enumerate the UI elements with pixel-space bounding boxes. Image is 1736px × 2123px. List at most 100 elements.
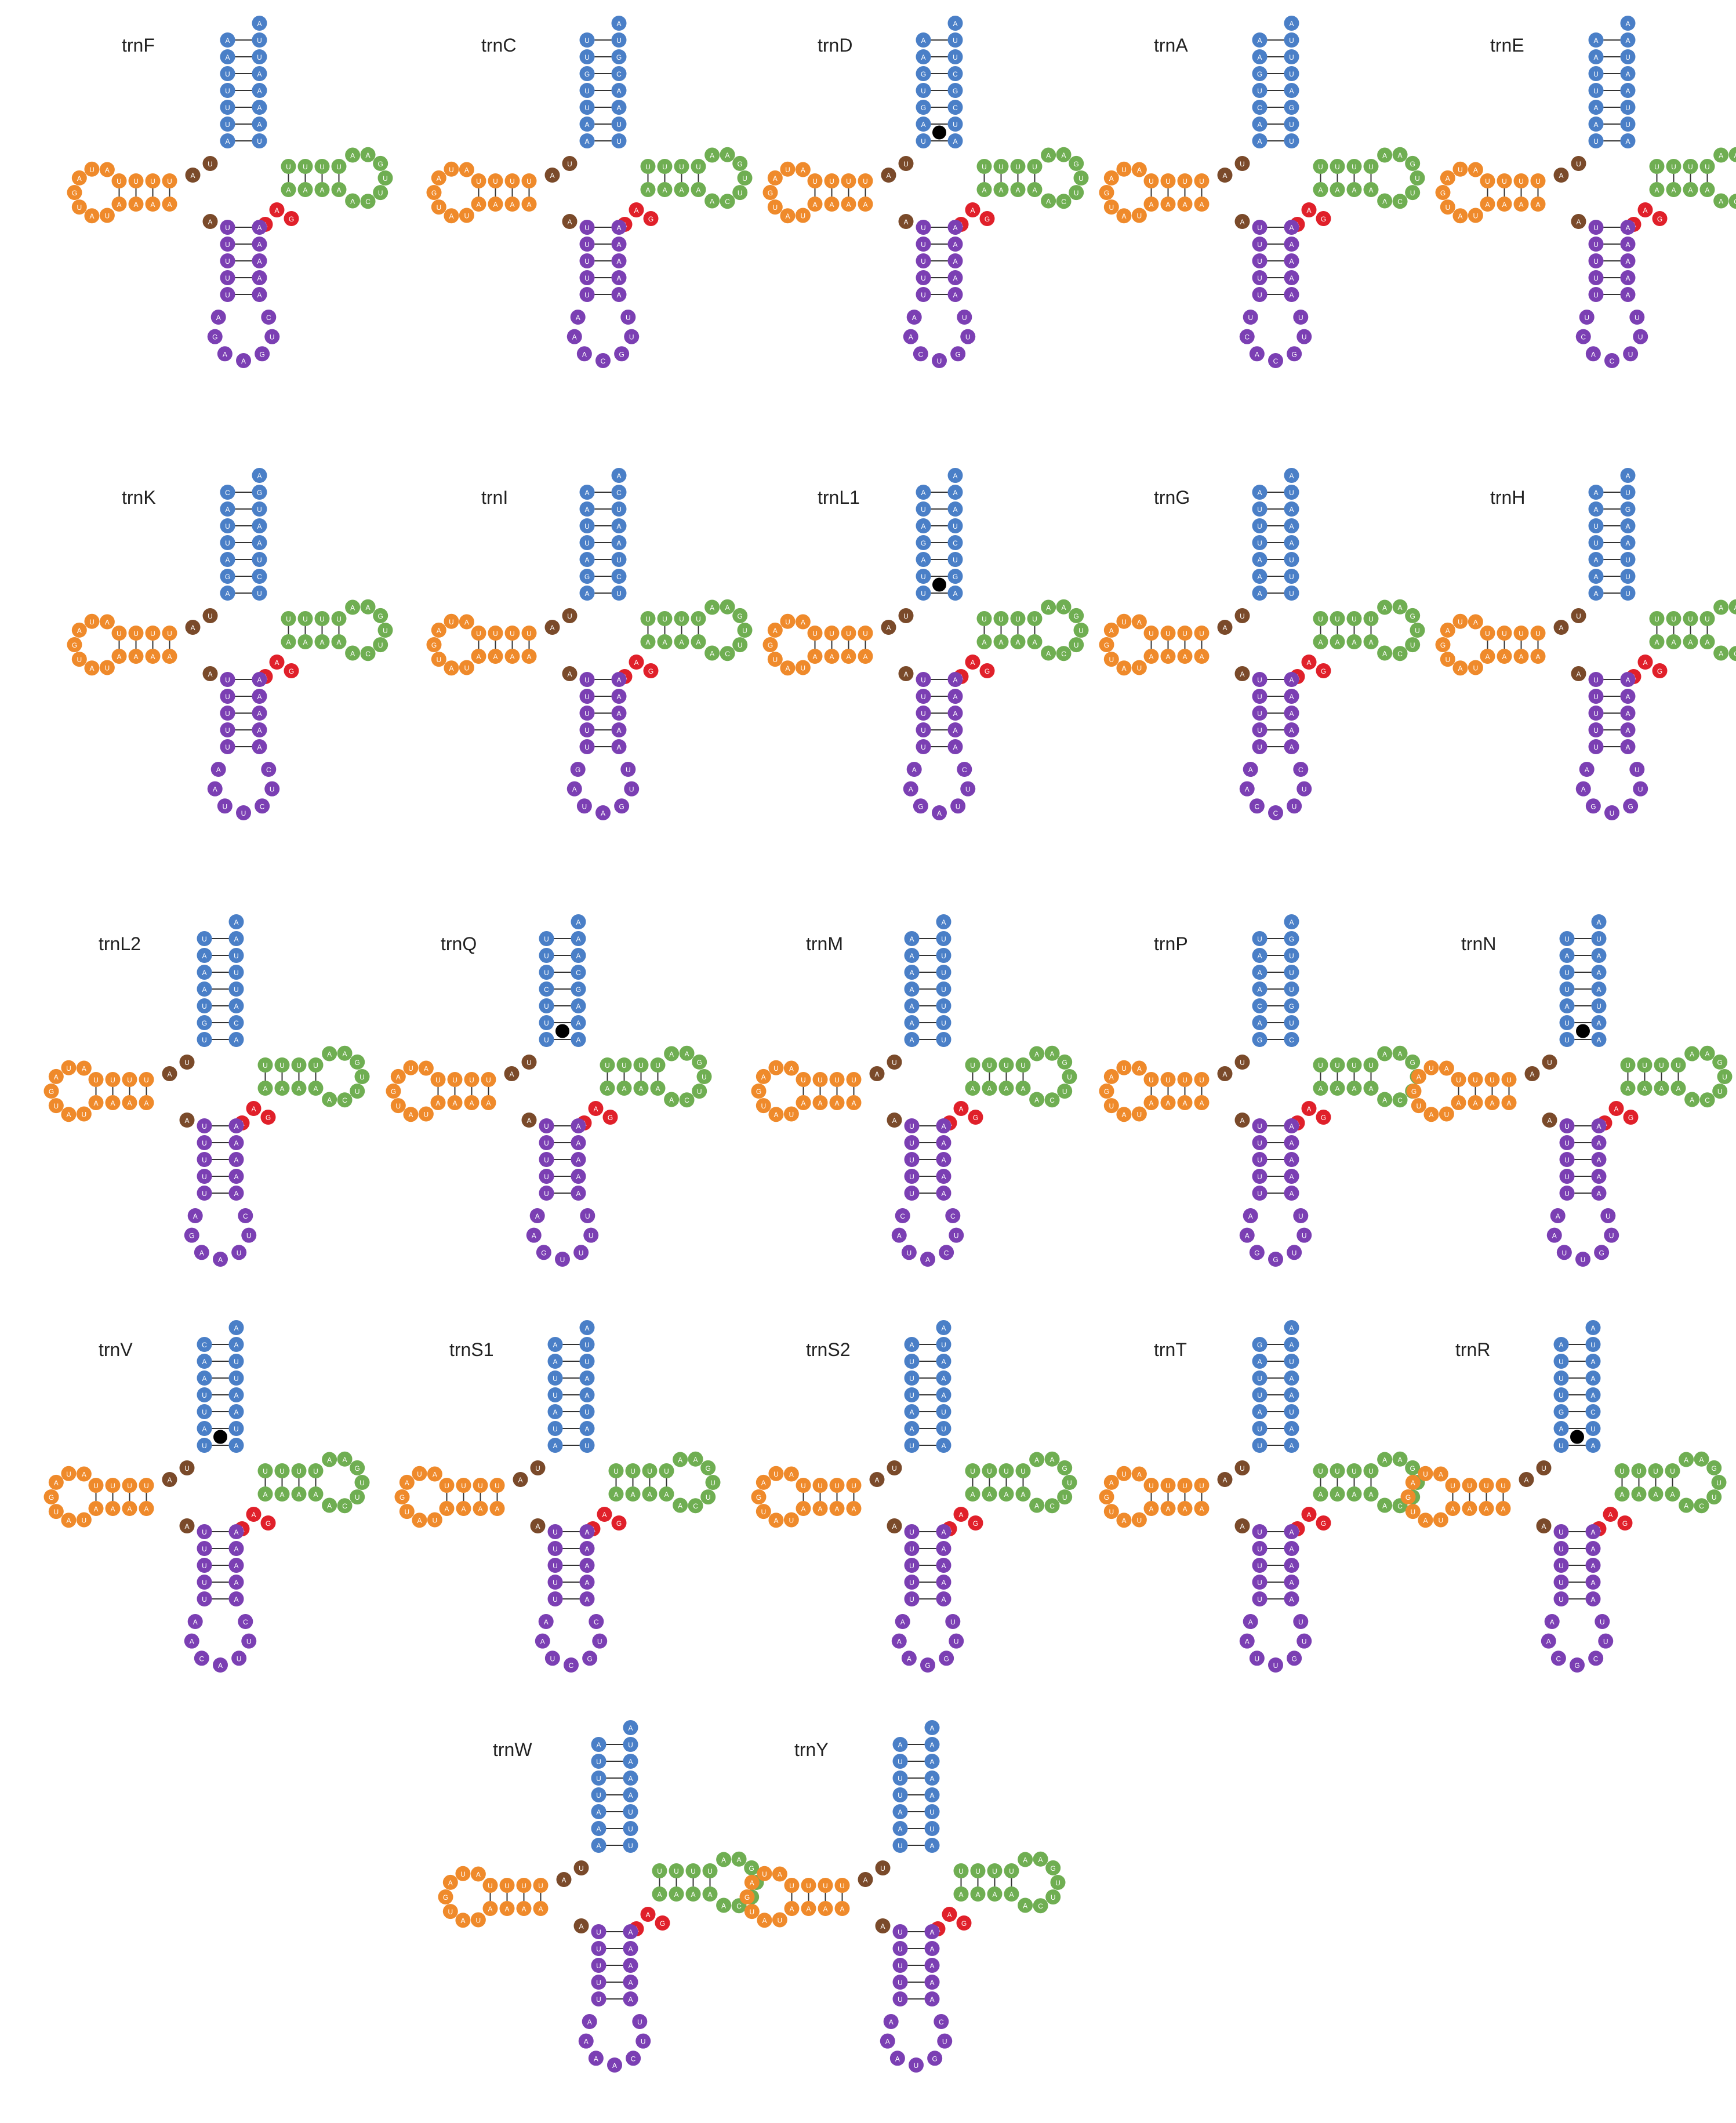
acceptor-base-letter: A — [1257, 986, 1262, 994]
d-arm-base-letter: A — [526, 653, 531, 661]
t-arm-base-letter: A — [1335, 186, 1339, 194]
t-loop-base-letter: A — [1034, 1456, 1039, 1464]
d-arm-base-letter: U — [110, 1076, 115, 1084]
acceptor-base-letter: A — [584, 121, 589, 129]
t-loop-base-letter: U — [742, 627, 747, 635]
t-loop-base-letter: A — [1398, 1456, 1403, 1464]
anticodon-arm-base-letter: A — [1289, 1122, 1294, 1130]
acceptor-base-letter: A — [1289, 1442, 1294, 1450]
t-arm-base-letter: U — [1368, 1062, 1374, 1070]
acceptor-base-letter: A — [257, 522, 262, 530]
anticodon-loop-base-letter: G — [925, 1662, 930, 1670]
anticodon-loop-base-letter: A — [190, 1638, 194, 1646]
acceptor-base-letter: U — [257, 137, 262, 146]
d-arm-base-letter: A — [150, 653, 155, 661]
anticodon-arm-base-letter: U — [909, 1190, 914, 1198]
d-loop-base-letter: U — [1473, 664, 1479, 672]
anticodon-arm-base-letter: U — [921, 224, 926, 232]
acceptor-base-letter: U — [628, 1741, 633, 1749]
d-arm-base-letter: U — [1165, 177, 1171, 186]
d-loop-base-letter: G — [1405, 1493, 1411, 1502]
d-arm-base-letter: U — [150, 630, 155, 638]
acceptor-base-letter: U — [1289, 573, 1294, 581]
connector-base-letter: U — [1576, 160, 1581, 168]
anticodon-arm-base-letter: A — [234, 1595, 238, 1604]
acceptor-base-letter: U — [257, 37, 262, 45]
t-arm-base-letter: A — [1688, 638, 1693, 646]
d-arm-base-letter: A — [829, 201, 834, 209]
anticodon-loop-base-letter: U — [237, 1655, 242, 1663]
d-loop-base-letter: U — [433, 1516, 438, 1524]
d-arm-base-letter: U — [538, 1882, 543, 1890]
anticodon-arm-base-letter: A — [616, 710, 621, 718]
d-loop-base-letter: G — [431, 189, 437, 197]
anticodon-arm-base-letter: U — [553, 1595, 558, 1604]
t-loop-base-letter: U — [1062, 1088, 1067, 1096]
t-loop-base-letter: A — [693, 1456, 698, 1464]
variable-loop-base-letter: G — [660, 1920, 665, 1928]
trna-label: trnV — [99, 1339, 133, 1361]
acceptor-base-letter: U — [584, 1442, 590, 1450]
anticodon-arm-base-letter: U — [1257, 224, 1262, 232]
d-loop-base-letter: A — [1121, 1517, 1126, 1525]
acceptor-base-letter: A — [1596, 986, 1601, 994]
acceptor-base-letter: U — [616, 506, 622, 514]
t-arm-base-letter: U — [970, 1062, 975, 1070]
t-arm-base-letter: A — [998, 638, 1003, 646]
connector-base-letter: A — [579, 1922, 583, 1931]
connector-base-letter: U — [535, 1464, 540, 1473]
d-arm-base-letter: A — [1199, 1505, 1204, 1513]
anticodon-loop-base-letter: C — [962, 766, 967, 774]
anticodon-arm-base-letter: U — [596, 1928, 601, 1936]
connector-base-letter: U — [903, 612, 909, 620]
t-loop-base-letter: A — [678, 1456, 682, 1464]
anticodon-loop-base-letter: U — [1638, 786, 1643, 794]
d-arm-base-letter: A — [1502, 653, 1506, 661]
t-arm-base-letter: A — [336, 186, 341, 194]
anticodon-arm-base-letter: A — [576, 1122, 580, 1130]
anticodon-loop-base-letter: U — [1603, 1638, 1608, 1646]
anticodon-arm-base-letter: U — [225, 710, 230, 718]
anticodon-arm-base-letter: U — [225, 291, 230, 299]
acceptor-base-letter: A — [1590, 1391, 1595, 1399]
t-arm-base-letter: A — [622, 1085, 626, 1093]
connector-base-letter: A — [208, 218, 212, 226]
t-loop-base-letter: U — [1717, 1088, 1723, 1096]
anticodon-loop-base-letter: U — [1581, 1256, 1586, 1264]
acceptor-discriminator-letter: A — [941, 918, 946, 926]
t-loop-base-letter: A — [327, 1456, 332, 1464]
anticodon-loop-base-letter: U — [1302, 786, 1307, 794]
d-loop-base-letter: A — [1121, 664, 1126, 672]
anticodon-arm-base-letter: U — [1593, 274, 1599, 282]
acceptor-base-letter: A — [909, 1036, 914, 1044]
t-loop-base-letter: A — [721, 1856, 726, 1864]
acceptor-base-letter: U — [234, 1358, 239, 1366]
anticodon-loop-base-letter: A — [1245, 1232, 1250, 1240]
acceptor-base-letter: A — [584, 556, 589, 564]
d-loop-base-letter: U — [460, 1870, 466, 1878]
d-loop-base-letter: A — [89, 212, 94, 220]
d-loop-base-letter: A — [1429, 1111, 1433, 1119]
d-arm-base-letter: U — [469, 1076, 474, 1084]
t-arm-base-letter: A — [1705, 638, 1709, 646]
t-arm-base-letter: U — [1368, 1467, 1374, 1475]
anticodon-arm-base-letter: U — [1257, 1139, 1262, 1147]
t-loop-base-letter: A — [1719, 649, 1723, 657]
connector-base-letter: A — [550, 172, 554, 180]
anticodon-arm-base-letter: U — [1257, 693, 1262, 701]
t-loop-base-letter: A — [1046, 649, 1051, 657]
d-arm-base-letter: A — [1485, 201, 1490, 209]
d-arm-base-letter: U — [1535, 177, 1541, 186]
variable-loop-base-letter: A — [634, 206, 638, 215]
d-loop-base-letter: A — [437, 175, 441, 183]
anticodon-arm-base-letter: A — [576, 1190, 580, 1198]
anticodon-loop-base-letter: A — [193, 1212, 198, 1220]
anticodon-arm-base-letter: A — [1289, 291, 1294, 299]
acceptor-base-letter: U — [1289, 969, 1294, 977]
anticodon-arm-base-letter: A — [953, 676, 957, 684]
